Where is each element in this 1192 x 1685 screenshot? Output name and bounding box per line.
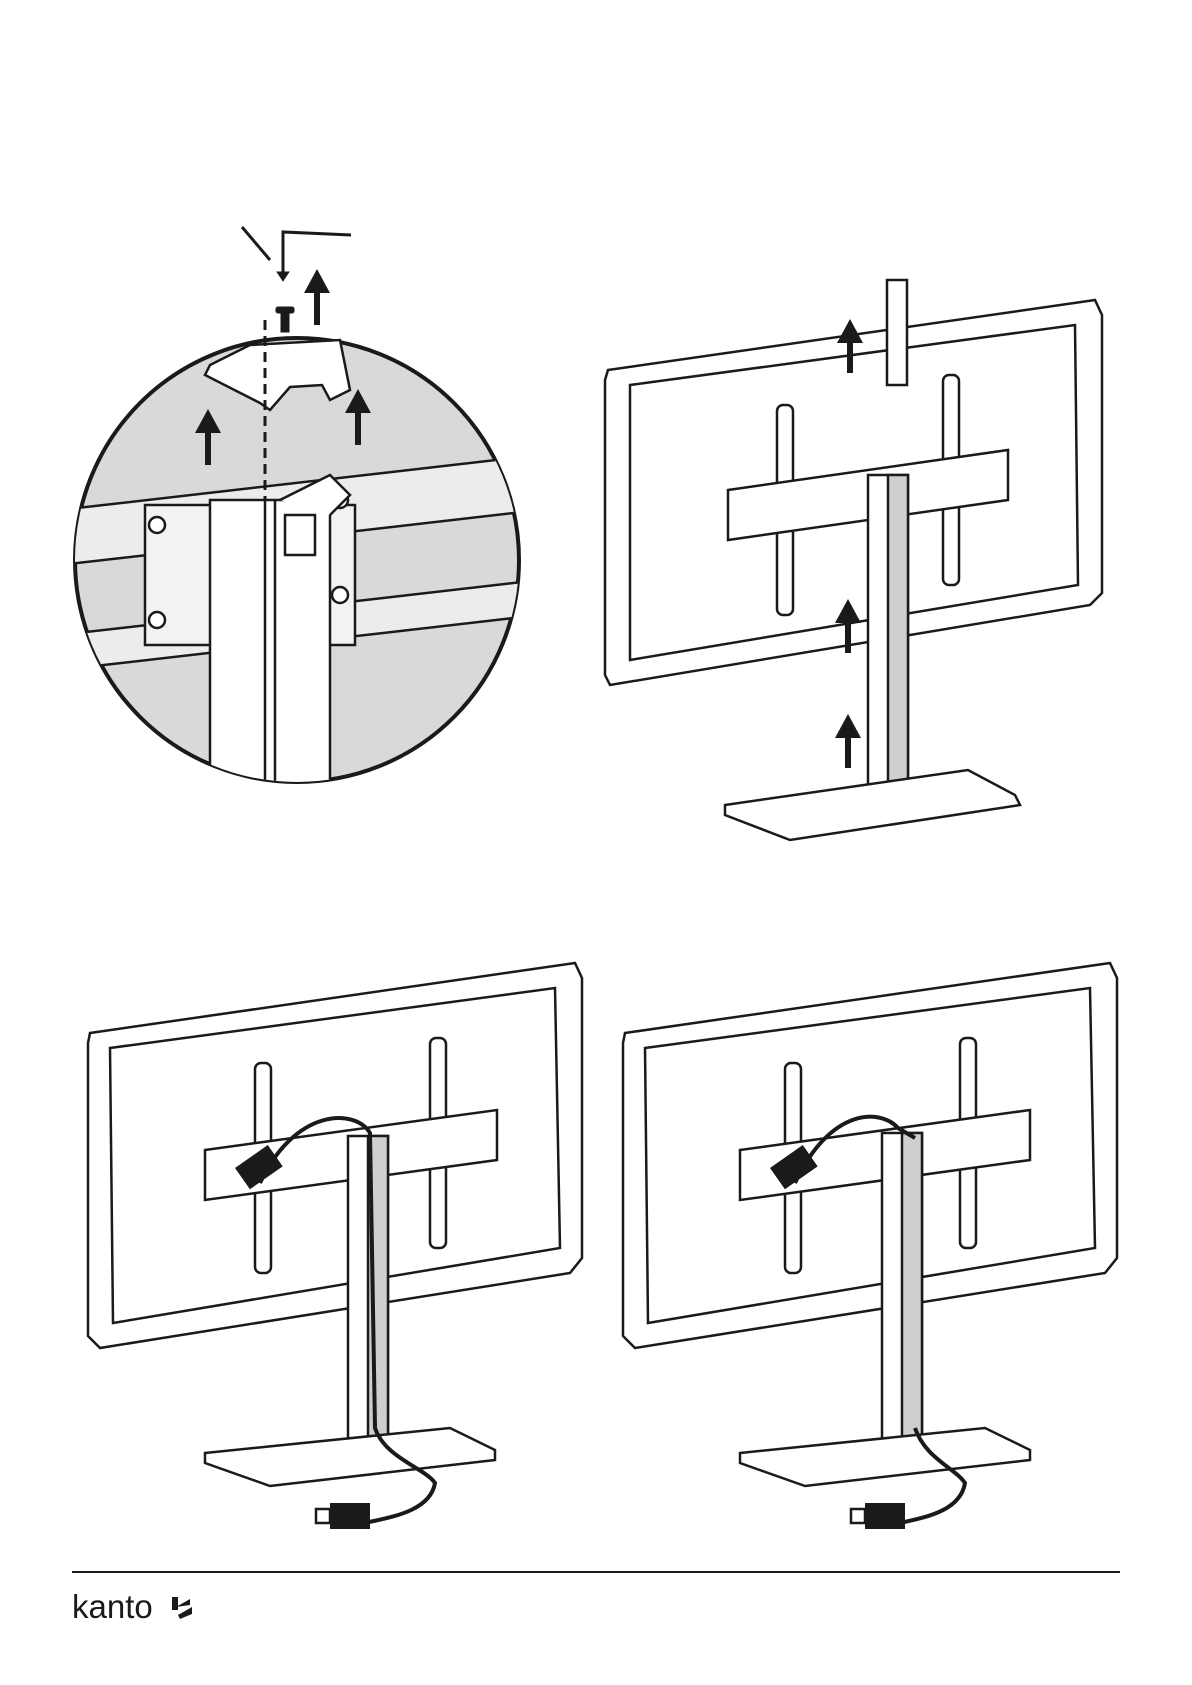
tv-stand-cable-b-illustration: kanto HDMI kanto HDMI <box>620 958 1120 1538</box>
kanto-logo-mark <box>172 1597 192 1619</box>
detail-magnifier-panel <box>60 215 540 795</box>
hdmi-tag-brand: kanto <box>333 1506 355 1516</box>
screw-icon <box>276 307 294 332</box>
detail-magnifier-illustration <box>60 215 540 795</box>
brand-name: kanto <box>72 1588 153 1625</box>
hdmi-tag-brand: kanto <box>868 1506 890 1516</box>
tv-stand-step-a-illustration <box>600 275 1110 855</box>
tv-stand-cable-b-panel: kanto HDMI kanto HDMI <box>620 958 1120 1538</box>
tv-stand-cable-a-illustration: kanto HDMI kanto HDMI <box>85 958 590 1538</box>
tv-stand-cable-a-panel: kanto HDMI kanto HDMI <box>85 958 590 1538</box>
tv-stand-step-a-panel <box>600 275 1110 855</box>
brand-logo: kanto <box>72 1585 212 1631</box>
page-footer: kanto <box>72 1571 1120 1661</box>
hdmi-tag-label: HDMI <box>333 1517 361 1529</box>
hdmi-tag-label: HDMI <box>868 1517 896 1529</box>
hex-key-icon <box>242 227 351 279</box>
up-arrow-icon <box>304 269 330 325</box>
footer-divider <box>72 1571 1120 1573</box>
